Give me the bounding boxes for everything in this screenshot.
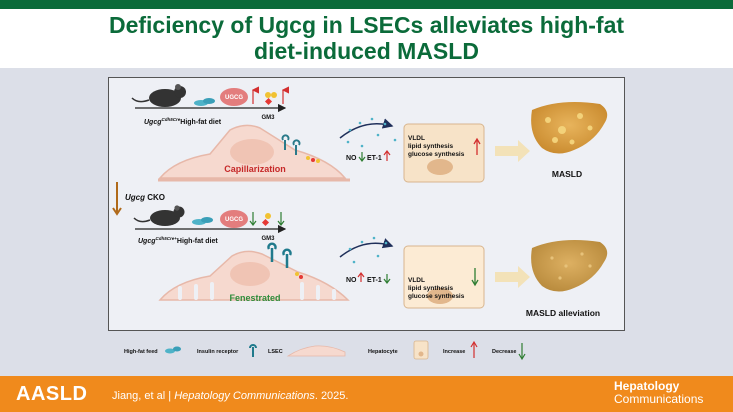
bottom-mouse-diet: High-fat diet (177, 238, 218, 245)
bottom-hep-line-1: VLDL (408, 277, 425, 284)
bottom-hep-line-2: lipid synthesis (408, 285, 454, 292)
journal-logo-line-2: Communications (614, 392, 704, 406)
side-gene: Ugcg (125, 193, 145, 202)
legend-insulin-receptor-label: Insulin receptor (197, 349, 239, 355)
bottom-gm3-icon (261, 213, 271, 227)
bottom-liver-texture (550, 252, 592, 280)
legend-decrease-head (518, 353, 526, 361)
bottom-outcome-arrow (495, 266, 530, 288)
bottom-ugcg-label: UGCG (225, 217, 243, 223)
top-accent-bar (0, 0, 733, 9)
bottom-secretion-arrow (339, 238, 394, 258)
bottom-hepatocyte-nucleus (427, 288, 453, 304)
top-gm3-icon (264, 92, 277, 106)
journal-logo: Hepatology Communications (614, 380, 703, 406)
side-cko: CKO (145, 193, 165, 202)
citation-year: . 2025. (314, 390, 349, 402)
bottom-ugcg-decrease-head (249, 220, 257, 226)
bottom-fenestrae (178, 282, 336, 300)
citation: Jiang, et al | Hepatology Communications… (112, 390, 348, 402)
top-fatty-liver (531, 102, 608, 154)
top-hepatocyte (403, 123, 485, 183)
top-hep-increase-head (473, 137, 481, 145)
top-et1-increase-head (383, 150, 391, 156)
top-mouse-genotype: Cdh5Cre (162, 117, 181, 122)
top-et1-label: ET-1 (367, 155, 382, 162)
mouse-icon (131, 84, 186, 107)
legend-decrease-label: Decrease (492, 349, 516, 355)
top-secretion-arrow (339, 118, 394, 139)
bottom-insulin-receptors (267, 242, 292, 268)
top-no-decrease-head (358, 156, 366, 162)
legend-hepatocyte-nucleus (418, 351, 424, 357)
citation-journal: Hepatology Communications (174, 390, 315, 402)
bottom-outcome-label: MASLD alleviation (526, 308, 600, 318)
top-hepatocyte-nucleus (427, 159, 453, 175)
top-gm3-label: GM3 (261, 115, 275, 121)
bottom-mouse-gene: Ugcg (138, 238, 156, 245)
bottom-hep-decrease-head (471, 279, 479, 287)
bottom-gm3-label: GM3 (261, 236, 275, 242)
top-hep-line-3: glucose synthesis (408, 151, 465, 158)
top-outcome-arrow (495, 140, 530, 162)
top-capillarization-label: Capillarization (224, 164, 286, 174)
bottom-high-fat-feed-icon (192, 217, 213, 225)
top-outcome-label: MASLD (552, 169, 582, 179)
title-line-1: Deficiency of Ugcg in LSECs alleviates h… (108, 12, 625, 38)
bottom-no-increase-head (357, 272, 365, 278)
svg-text:UgcgCdh5CreHigh-fat diet: UgcgCdh5CreHigh-fat diet (144, 117, 222, 126)
high-fat-feed-icon (194, 98, 215, 106)
svg-text:UgcgCdh5Cre+High-fat diet: UgcgCdh5Cre+High-fat diet (138, 236, 218, 245)
top-gm3-cluster (306, 156, 320, 163)
title-line-2: diet-induced MASLD (254, 38, 479, 64)
journal-logo-line-1: Hepatology (614, 379, 680, 393)
svg-text:Ugcg CKO: Ugcg CKO (125, 193, 165, 202)
top-ugcg-enzyme (220, 88, 248, 106)
legend-hepatocyte-icon (413, 340, 429, 360)
legend-hepatocyte-label: Hepatocyte (368, 349, 398, 355)
top-liver-fat-spots (545, 113, 593, 145)
top-insulin-receptors (281, 134, 301, 155)
bottom-row: UgcgCdh5Cre+High-fat diet UGCG GM3 Fenes… (133, 205, 608, 318)
legend-high-fat-feed-label: High-fat feed (124, 349, 158, 355)
top-secretion-dots (346, 117, 397, 148)
legend-lsec-label: LSEC (268, 349, 283, 355)
top-ugcg-label: UGCG (225, 95, 243, 101)
aasld-logo: AASLD (16, 383, 88, 405)
footer-bar (0, 376, 733, 412)
bottom-hep-line-3: glucose synthesis (408, 293, 465, 300)
slide-title: Deficiency of Ugcg in LSECs alleviates h… (0, 12, 733, 64)
legend-high-fat-feed-icon (165, 346, 181, 354)
bottom-fenestrated-label: Fenestrated (229, 293, 280, 303)
legend-lsec-icon (286, 345, 346, 357)
legend-increase-label: Increase (443, 349, 465, 355)
top-row: UgcgCdh5CreHigh-fat diet UGCG GM3 Capill… (131, 84, 608, 183)
bottom-hepatocyte (403, 245, 485, 309)
top-mouse-gene: Ugcg (144, 119, 162, 126)
legend-increase-head (470, 340, 478, 348)
top-hep-line-1: VLDL (408, 135, 425, 142)
bottom-healthier-liver (531, 240, 608, 292)
citation-authors: Jiang, et al (112, 390, 166, 402)
bottom-mouse-icon (133, 205, 185, 226)
bottom-et1-decrease-head (383, 278, 391, 284)
top-lsec-nucleus (230, 139, 274, 165)
top-mouse-diet: High-fat diet (180, 119, 221, 126)
top-hep-line-2: lipid synthesis (408, 143, 454, 150)
citation-separator: | (168, 390, 172, 402)
bottom-et1-label: ET-1 (367, 277, 382, 284)
bottom-gm3-decrease-head (277, 220, 285, 226)
bottom-ugcg-enzyme (220, 210, 248, 228)
legend: High-fat feed Insulin receptor LSEC Hepa… (124, 340, 526, 361)
legend-insulin-receptor-icon (249, 344, 257, 357)
bottom-secretion-dots (348, 236, 388, 264)
bottom-no-label: NO (346, 277, 357, 284)
bottom-gm3-cluster (295, 272, 303, 279)
bottom-mouse-genotype: Cdh5Cre+ (156, 236, 178, 241)
top-no-label: NO (346, 155, 357, 162)
bottom-lsec-nucleus (230, 262, 270, 286)
side-cko-label: Ugcg CKO (112, 182, 165, 216)
